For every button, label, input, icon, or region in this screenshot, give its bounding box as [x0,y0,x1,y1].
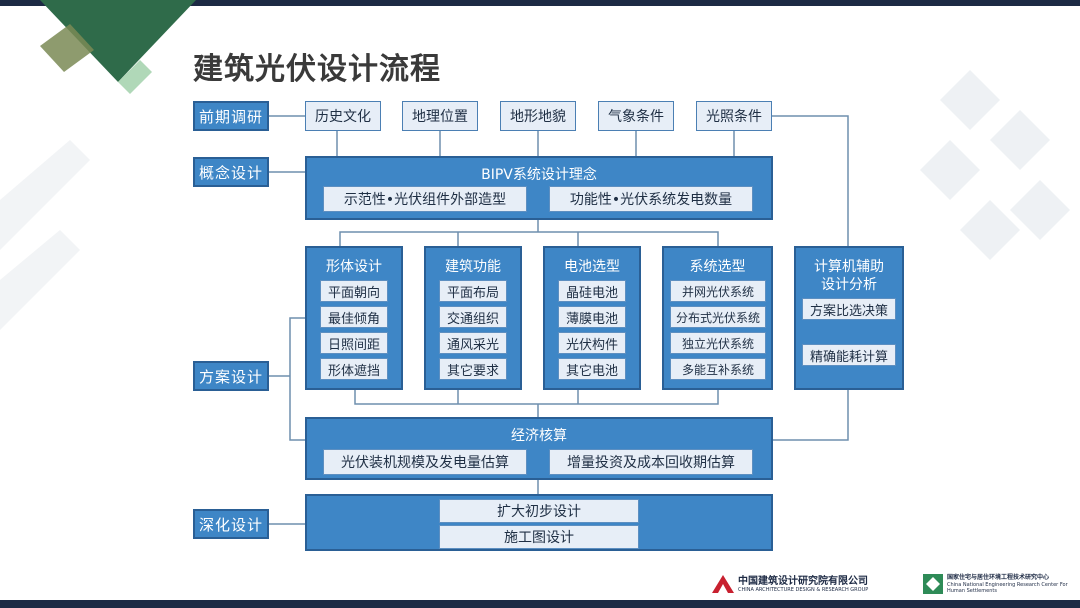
computer-item: 方案比选决策 [802,298,896,320]
page-title: 建筑光伏设计流程 [193,52,441,87]
column-building-function: 建筑功能 平面布局 交通组织 通风采光 其它要求 [424,246,522,390]
column-item: 分布式光伏系统 [670,306,766,328]
stage-label-deepen: 深化设计 [193,509,269,539]
background-pattern [920,70,1070,260]
footer-logo-cadg: 中国建筑设计研究院有限公司 CHINA ARCHITECTURE DESIGN … [712,572,868,596]
deepen-item-preliminary: 扩大初步设计 [439,499,639,523]
column-item: 最佳倾角 [320,306,388,328]
column-item: 日照间距 [320,332,388,354]
column-title: 系统选型 [689,259,746,275]
research-item-history: 历史文化 [305,101,381,131]
footer-org2-cn: 国家住宅与居住环境工程技术研究中心 [947,574,1050,581]
column-item: 通风采光 [439,332,507,354]
stage-label-concept: 概念设计 [193,157,269,187]
column-item: 交通组织 [439,306,507,328]
computer-aided-panel: 计算机辅助 设计分析 方案比选决策 精确能耗计算 [794,246,904,390]
footer-org2-en-1: China National Engineering Research Cent… [947,582,1068,588]
column-item: 平面朝向 [320,280,388,302]
column-item: 晶硅电池 [558,280,626,302]
research-item-climate: 气象条件 [598,101,674,131]
column-item: 多能互补系统 [670,358,766,380]
economics-title: 经济核算 [511,428,567,444]
economics-panel: 经济核算 光伏装机规模及发电量估算 增量投资及成本回收期估算 [305,417,773,480]
column-item: 并网光伏系统 [670,280,766,302]
cadg-logo-icon [712,575,734,593]
bottom-bar [0,600,1080,608]
research-item-terrain: 地形地貌 [500,101,576,131]
column-item: 独立光伏系统 [670,332,766,354]
column-item: 其它要求 [439,358,507,380]
deepen-item-construction: 施工图设计 [439,525,639,549]
column-title: 形体设计 [326,259,382,275]
concept-item-demonstration: 示范性•光伏组件外部造型 [323,186,527,212]
computer-item: 精确能耗计算 [802,344,896,366]
economics-item-capacity: 光伏装机规模及发电量估算 [323,449,527,475]
concept-item-function: 功能性•光伏系统发电数量 [549,186,753,212]
footer-logo-cnerc: 国家住宅与居住环境工程技术研究中心 China National Enginee… [922,572,1079,596]
column-system-selection: 系统选型 并网光伏系统 分布式光伏系统 独立光伏系统 多能互补系统 [662,246,773,390]
corner-decoration [40,0,196,94]
column-form-design: 形体设计 平面朝向 最佳倾角 日照间距 形体遮挡 [305,246,403,390]
footer-org1-en: CHINA ARCHITECTURE DESIGN & RESEARCH GRO… [738,586,869,593]
column-title: 电池选型 [564,259,620,275]
background-pattern-left [0,140,90,330]
stage-label-research: 前期调研 [193,101,269,131]
deepen-panel: 扩大初步设计 施工图设计 [305,494,773,551]
stage-label-scheme: 方案设计 [193,361,269,391]
computer-title-line1: 计算机辅助 [814,259,884,275]
column-item: 其它电池 [558,358,626,380]
research-item-location: 地理位置 [402,101,478,131]
cnerc-logo-icon [923,574,943,594]
column-item: 薄膜电池 [558,306,626,328]
column-item: 平面布局 [439,280,507,302]
footer-org1-cn: 中国建筑设计研究院有限公司 [738,575,868,587]
concept-panel: BIPV系统设计理念 示范性•光伏组件外部造型 功能性•光伏系统发电数量 [305,156,773,220]
column-title: 建筑功能 [445,259,501,275]
column-item: 形体遮挡 [320,358,388,380]
column-battery-selection: 电池选型 晶硅电池 薄膜电池 光伏构件 其它电池 [543,246,641,390]
column-item: 光伏构件 [558,332,626,354]
research-item-sunlight: 光照条件 [696,101,772,131]
economics-item-investment: 增量投资及成本回收期估算 [549,449,753,475]
computer-title-line2: 设计分析 [821,277,877,293]
footer-org2-en-2: Human Settlements [947,588,997,594]
top-bar [0,0,1080,6]
concept-title: BIPV系统设计理念 [481,167,597,183]
